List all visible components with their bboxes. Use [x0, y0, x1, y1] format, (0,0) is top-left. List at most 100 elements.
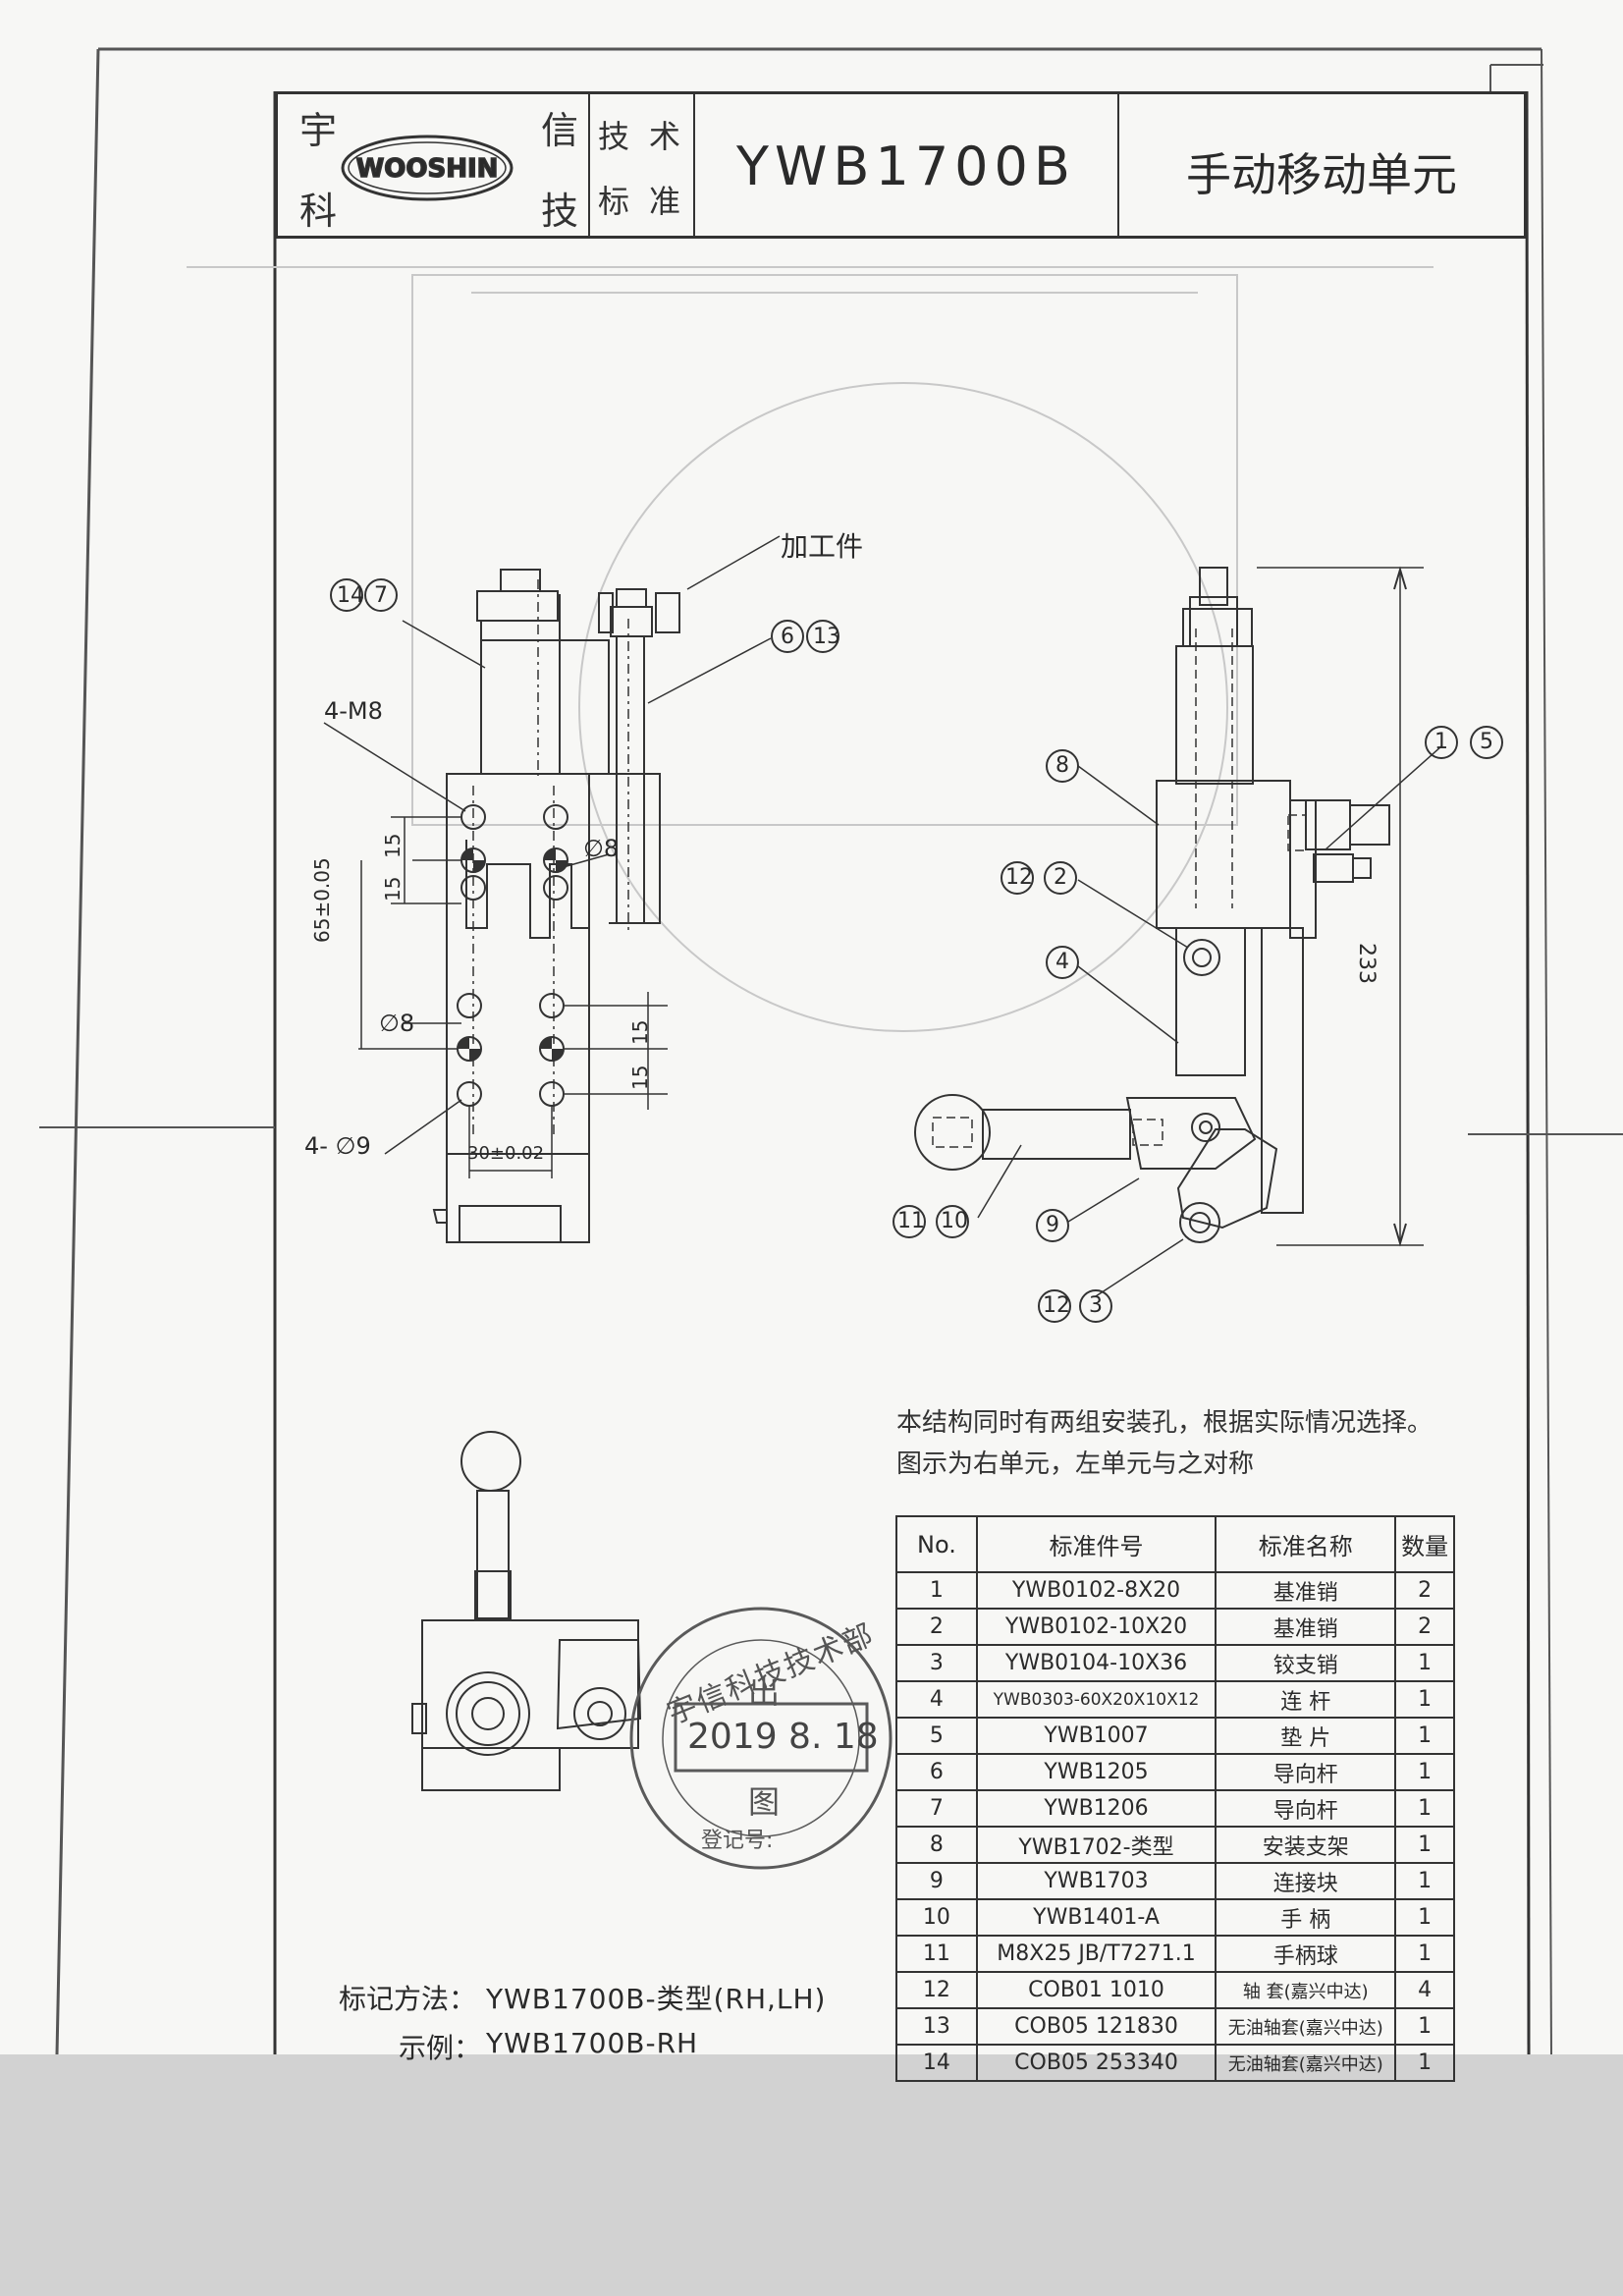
std-char-1: 技	[598, 118, 630, 155]
marking-label: 标记方法：	[339, 1983, 477, 2015]
frame-lines	[39, 47, 1623, 2055]
cell-no: 7	[895, 1789, 978, 1828]
cell-part-number: YWB1007	[975, 1717, 1217, 1755]
callout-3: 3	[1089, 1293, 1103, 1318]
label-workpiece: 加工件	[781, 530, 864, 563]
cell-part-name: 安装支架	[1215, 1826, 1397, 1864]
callout-11: 11	[897, 1209, 925, 1233]
dim-65: 65±0.05	[310, 857, 334, 943]
std-char-2: 术	[649, 118, 681, 155]
company-char-3: 信	[541, 109, 579, 152]
cell-part-number: YWB1205	[975, 1753, 1217, 1791]
dim-15-a: 15	[381, 833, 405, 858]
dim-dia8-upper: ∅8	[583, 835, 620, 862]
company-char-4: 技	[541, 190, 579, 233]
cell-part-number: COB05 253340	[975, 2044, 1217, 2082]
stamp-top: 出	[748, 1673, 781, 1711]
cell-part-number: YWB1401-A	[975, 1898, 1217, 1937]
header-part-number: 标准件号	[975, 1515, 1217, 1573]
stamp-label: 登记号:	[701, 1829, 774, 1853]
dim-4-m8: 4-M8	[324, 697, 383, 725]
cell-part-name: 手 柄	[1215, 1898, 1397, 1937]
cell-qty: 2	[1394, 1571, 1455, 1610]
note-line-2: 图示为右单元，左单元与之对称	[896, 1449, 1255, 1479]
cell-part-name: 导向杆	[1215, 1753, 1397, 1791]
cell-no: 13	[895, 2007, 978, 2046]
callout-circles	[893, 726, 1503, 1323]
cell-qty: 1	[1394, 1644, 1455, 1682]
cell-no: 2	[895, 1608, 978, 1646]
callout-12b: 12	[1043, 1293, 1070, 1318]
approval-stamp	[629, 1607, 893, 1870]
company-char-1: 宇	[299, 109, 338, 152]
dim-233: 233	[1354, 943, 1379, 984]
cell-qty: 1	[1394, 1753, 1455, 1791]
stamp-date: 2019 8. 18	[687, 1717, 879, 1757]
cell-part-name: 基准销	[1215, 1608, 1397, 1646]
cell-qty: 4	[1394, 1971, 1455, 2009]
cell-qty: 1	[1394, 1680, 1455, 1719]
cell-part-number: YWB0102-8X20	[975, 1571, 1217, 1610]
cell-no: 12	[895, 1971, 978, 2009]
cell-part-name: 无油轴套(嘉兴中达)	[1215, 2044, 1397, 2082]
cell-no: 4	[895, 1680, 978, 1719]
callout-2: 2	[1054, 865, 1067, 890]
callout-9: 9	[1046, 1213, 1059, 1237]
cell-part-name: 导向杆	[1215, 1789, 1397, 1828]
cell-no: 3	[895, 1644, 978, 1682]
standard-cell: 技 术 标 准	[590, 94, 695, 236]
cell-part-name: 连接块	[1215, 1862, 1397, 1900]
callout-5: 5	[1480, 730, 1493, 754]
cell-part-number: YWB1702-类型	[975, 1826, 1217, 1864]
cell-part-number: M8X25 JB/T7271.1	[975, 1935, 1217, 1973]
cell-no: 5	[895, 1717, 978, 1755]
cell-part-name: 手柄球	[1215, 1935, 1397, 1973]
title-block: 宇 科 信 技 WOOSHIN 技 术 标 准 YWB1700B 手动移动单元	[275, 91, 1527, 239]
company-cell: 宇 科 信 技 WOOSHIN	[278, 94, 590, 236]
cell-part-number: COB01 1010	[975, 1971, 1217, 2009]
cell-part-number: YWB0104-10X36	[975, 1644, 1217, 1682]
logo-text: WOOSHIN	[356, 154, 499, 184]
cell-part-number: YWB0303-60X20X10X12	[975, 1680, 1217, 1719]
cell-part-name: 连 杆	[1215, 1680, 1397, 1719]
cell-qty: 1	[1394, 1898, 1455, 1937]
cell-part-number: YWB0102-10X20	[975, 1608, 1217, 1646]
cell-part-name: 无油轴套(嘉兴中达)	[1215, 2007, 1397, 2046]
cell-no: 9	[895, 1862, 978, 1900]
drawing-sheet: 宇 科 信 技 WOOSHIN 技 术 标 准 YWB1700B 手动移动单元	[0, 0, 1623, 2082]
cell-part-number: YWB1206	[975, 1789, 1217, 1828]
cell-no: 14	[895, 2044, 978, 2082]
header-no: No.	[895, 1515, 978, 1573]
code-cell: YWB1700B	[695, 94, 1119, 236]
cell-qty: 1	[1394, 1789, 1455, 1828]
callout-6: 6	[781, 625, 794, 649]
cell-qty: 1	[1394, 1862, 1455, 1900]
header-qty: 数量	[1394, 1515, 1455, 1573]
cell-no: 11	[895, 1935, 978, 1973]
side-view	[914, 566, 1442, 1297]
cell-no: 10	[895, 1898, 978, 1937]
callout-8: 8	[1055, 753, 1069, 778]
dim-30: 30±0.02	[467, 1143, 545, 1164]
company-char-2: 科	[299, 190, 338, 233]
callout-4: 4	[1055, 950, 1069, 974]
bottom-view	[411, 1431, 642, 1791]
standard-name: 手动移动单元	[1186, 148, 1457, 201]
cell-qty: 1	[1394, 1935, 1455, 1973]
marking-value: YWB1700B-类型(RH,LH)	[486, 1983, 827, 2015]
std-char-4: 准	[649, 183, 681, 220]
